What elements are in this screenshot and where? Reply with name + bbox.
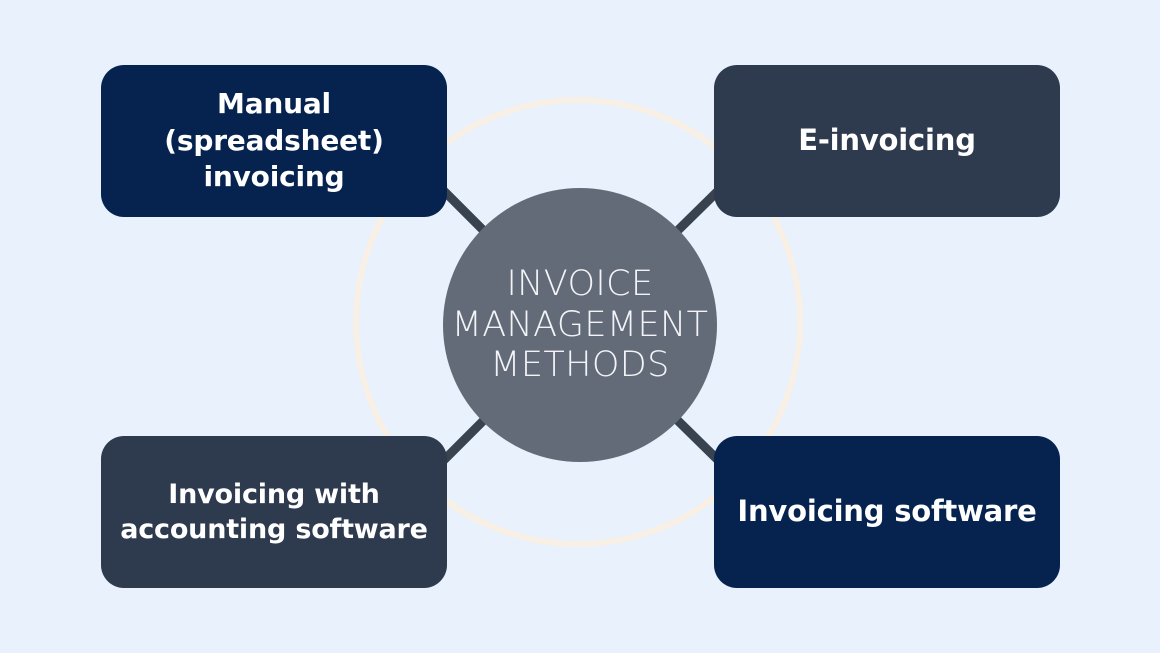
method-box-label: Invoicing with accounting software (120, 478, 428, 545)
method-box-label: E-invoicing (798, 123, 976, 158)
method-box-manual-spreadsheet-invoicing[interactable]: Manual (spreadsheet) invoicing (101, 65, 447, 217)
method-box-invoicing-software[interactable]: Invoicing software (714, 436, 1060, 588)
method-box-e-invoicing[interactable]: E-invoicing (714, 65, 1060, 217)
hub-label: INVOICE MANAGEMENT METHODS (451, 264, 709, 386)
method-box-label: Manual (spreadsheet) invoicing (164, 87, 384, 194)
method-box-label: Invoicing software (737, 494, 1037, 529)
hub-circle[interactable]: INVOICE MANAGEMENT METHODS (443, 188, 717, 462)
method-box-invoicing-with-accounting-software[interactable]: Invoicing with accounting software (101, 436, 447, 588)
